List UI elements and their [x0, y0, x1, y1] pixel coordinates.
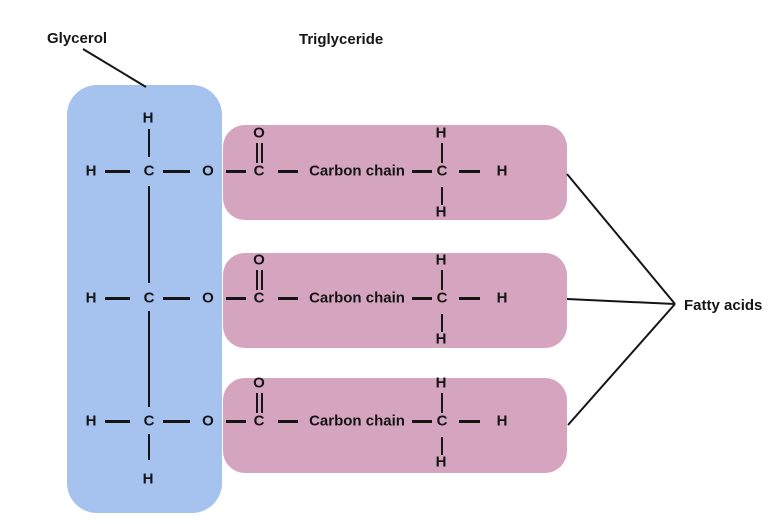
- methyl-h-right: H: [496, 162, 508, 180]
- carbonyl-o: O: [253, 374, 265, 392]
- bond-c3-hbottom: [147, 434, 150, 460]
- bond-c-o: [163, 170, 190, 173]
- fatty-acids-label: Fatty acids: [684, 297, 763, 314]
- bond-h-c: [105, 297, 130, 300]
- fatty-acid-line-3: [567, 303, 676, 426]
- bond-c-hbottom: [440, 437, 443, 455]
- ester-o: O: [202, 412, 214, 430]
- methyl-c: C: [436, 162, 448, 180]
- carbonyl-o: O: [253, 124, 265, 142]
- methyl-h-bottom: H: [435, 203, 447, 221]
- carbonyl-c: C: [253, 412, 265, 430]
- bond-chain-c: [412, 170, 432, 173]
- glycerol-c: C: [143, 289, 155, 307]
- bond-o-carbonyl: [226, 297, 246, 300]
- bond-c-chain: [278, 297, 298, 300]
- methyl-h-right: H: [496, 289, 508, 307]
- methyl-h-top: H: [435, 374, 447, 392]
- page-title: Triglyceride: [299, 31, 384, 48]
- double-bond-line: [255, 143, 258, 163]
- double-bond-line: [255, 393, 258, 413]
- carbonyl-o: O: [253, 251, 265, 269]
- carbon-chain-label: Carbon chain: [309, 289, 405, 307]
- carbonyl-c: C: [253, 162, 265, 180]
- double-bond-line: [260, 143, 263, 163]
- methyl-h-bottom: H: [435, 453, 447, 471]
- fatty-acid-line-1: [566, 173, 676, 305]
- fatty-acid-line-2: [566, 298, 676, 305]
- ester-o: O: [202, 289, 214, 307]
- glycerol-h-left: H: [85, 289, 97, 307]
- bond-o-carbonyl: [226, 170, 246, 173]
- glycerol-box: [67, 85, 222, 513]
- methyl-h-top: H: [435, 251, 447, 269]
- double-bond-line: [260, 393, 263, 413]
- ester-o: O: [202, 162, 214, 180]
- glycerol-pointer-line: [82, 48, 147, 88]
- bond-h-c: [105, 170, 130, 173]
- bond-c-hright: [459, 170, 480, 173]
- double-bond-line: [255, 270, 258, 290]
- fatty-acid-box-1: [223, 125, 567, 220]
- glycerol-h-top: H: [142, 109, 154, 127]
- bond-htop-c1: [147, 129, 150, 157]
- bond-o-carbonyl: [226, 420, 246, 423]
- glycerol-c: C: [143, 162, 155, 180]
- bond-c-hright: [459, 420, 480, 423]
- bond-c-hright: [459, 297, 480, 300]
- bond-c-htop: [440, 143, 443, 163]
- bond-c1-c2: [147, 186, 150, 283]
- glycerol-h-left: H: [85, 412, 97, 430]
- carbon-chain-label: Carbon chain: [309, 412, 405, 430]
- methyl-h-right: H: [496, 412, 508, 430]
- bond-c-htop: [440, 270, 443, 290]
- methyl-c: C: [436, 412, 448, 430]
- glycerol-label: Glycerol: [47, 30, 108, 47]
- bond-chain-c: [412, 297, 432, 300]
- double-bond-line: [260, 270, 263, 290]
- glycerol-c: C: [143, 412, 155, 430]
- bond-c-htop: [440, 393, 443, 413]
- methyl-h-top: H: [435, 124, 447, 142]
- bond-c-chain: [278, 170, 298, 173]
- bond-c-o: [163, 420, 190, 423]
- bond-c-hbottom: [440, 314, 443, 332]
- bond-c-o: [163, 297, 190, 300]
- methyl-c: C: [436, 289, 448, 307]
- fatty-acid-box-3: [223, 378, 567, 473]
- bond-c2-c3: [147, 311, 150, 407]
- bond-chain-c: [412, 420, 432, 423]
- bond-c-chain: [278, 420, 298, 423]
- methyl-h-bottom: H: [435, 330, 447, 348]
- bond-c-hbottom: [440, 187, 443, 205]
- carbon-chain-label: Carbon chain: [309, 162, 405, 180]
- glycerol-h-left: H: [85, 162, 97, 180]
- fatty-acid-box-2: [223, 253, 567, 348]
- glycerol-h-bottom: H: [142, 470, 154, 488]
- carbonyl-c: C: [253, 289, 265, 307]
- bond-h-c: [105, 420, 130, 423]
